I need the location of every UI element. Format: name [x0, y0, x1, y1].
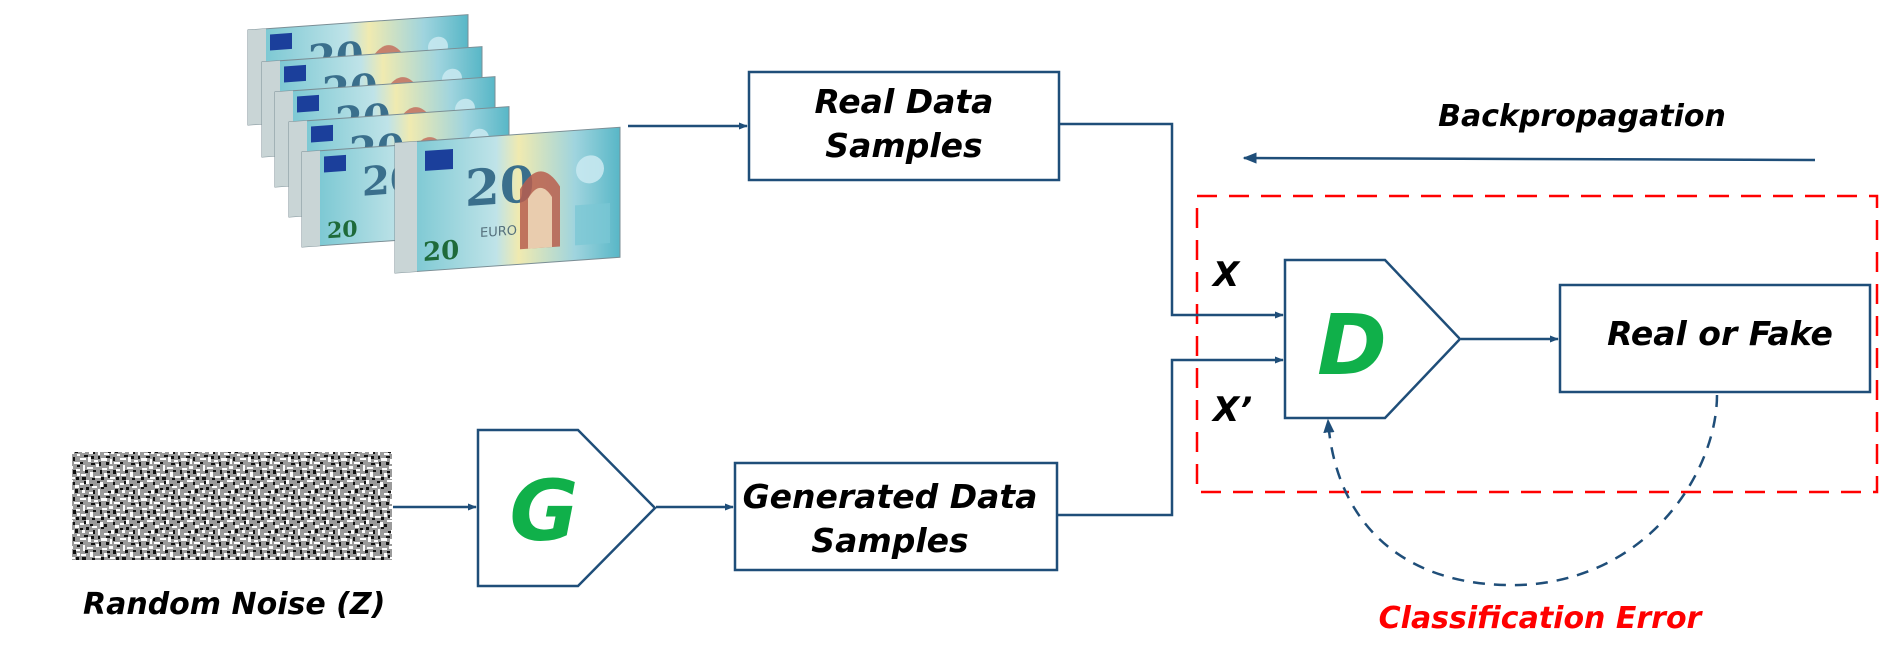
noise-label: Random Noise (Z) [83, 587, 385, 622]
classification-error-label: Classification Error [1379, 601, 1704, 636]
discriminator-region [1195, 194, 1879, 494]
input-x-prime-label: X’ [1211, 390, 1252, 430]
noise-image [72, 452, 392, 560]
generated-data-label-line1: Generated Data [743, 477, 1038, 516]
backprop-label: Backpropagation [1438, 99, 1726, 134]
banknote-stack: 20 EURO 20 [247, 14, 621, 274]
generated-data-label-line2: Samples [811, 521, 968, 560]
classification-error-arrow [1323, 394, 1719, 587]
arrow-real-to-discriminator [1059, 122, 1284, 319]
input-x-label: X [1211, 255, 1241, 295]
backprop-arrow [1242, 152, 1816, 164]
discriminator-block [1283, 258, 1462, 420]
real-data-label-line1: Real Data [815, 82, 994, 121]
generator-block [476, 428, 657, 588]
discriminator-label: D [1317, 296, 1387, 394]
banknote-currency: EURO [480, 223, 517, 241]
real-data-box [747, 70, 1061, 182]
output-box [1558, 283, 1872, 394]
generated-data-box [733, 461, 1059, 572]
real-data-label-line2: Samples [825, 126, 982, 165]
generator-label: G [510, 462, 579, 560]
banknote-small-denomination: 20 [423, 236, 459, 268]
arrow-generated-to-discriminator [1057, 356, 1284, 517]
banknote-front: 20 EURO 20 [394, 126, 621, 274]
output-label: Real or Fake [1607, 314, 1833, 353]
